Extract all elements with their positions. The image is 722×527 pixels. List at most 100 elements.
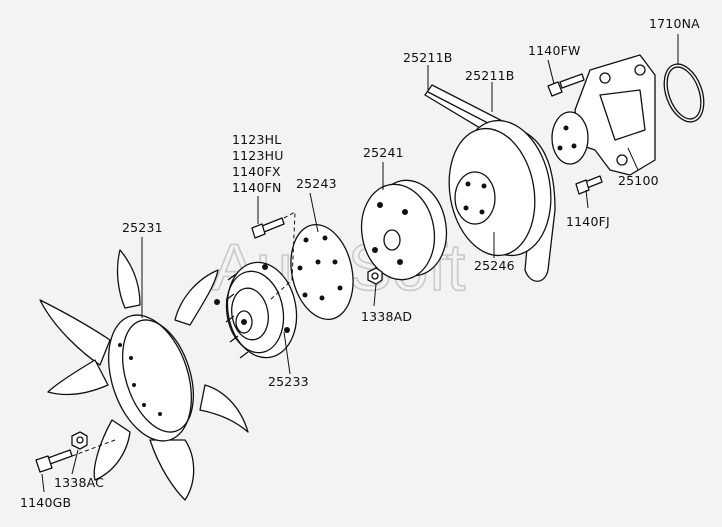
- clutch-stud: [214, 299, 220, 305]
- bolt-head: [35, 455, 53, 473]
- fan-pulley: [360, 179, 448, 281]
- gasket-ring-inner: [666, 66, 702, 120]
- clutch-fins: [225, 270, 285, 354]
- fan-hole: [142, 403, 146, 407]
- label-25211B-b: 25211B: [465, 68, 515, 83]
- bolt-shank: [559, 73, 585, 89]
- plate-hole: [332, 259, 338, 265]
- label-25233: 25233: [268, 374, 309, 389]
- pulley-hole: [402, 209, 408, 215]
- label-25241: 25241: [363, 145, 404, 160]
- plate-hole: [302, 292, 308, 298]
- leader-1140GB: [41, 473, 45, 493]
- flange-hole: [571, 143, 577, 149]
- pump-rib: [599, 89, 646, 141]
- hub-hole: [479, 209, 485, 215]
- fan-blade-1: [39, 299, 111, 366]
- clutch-stud: [284, 327, 290, 333]
- label-25100: 25100: [618, 173, 659, 188]
- nut-bore: [76, 436, 84, 444]
- pulley-face: [360, 183, 436, 281]
- flange-hole: [557, 145, 563, 151]
- plate-hole: [315, 259, 321, 265]
- part-labels: 1710NA 1140FW 25211B 25211B 25241 1123HL…: [20, 16, 700, 510]
- label-1123HL: 1123HL: [232, 132, 281, 147]
- fan-clutch: [214, 261, 298, 359]
- plate-hole: [303, 237, 309, 243]
- leader-1140FW: [547, 59, 555, 85]
- fan-blade-3: [93, 419, 131, 481]
- assembly-guide: [71, 439, 116, 457]
- nut-hex: [71, 431, 88, 450]
- label-1338AC: 1338AC: [54, 475, 104, 490]
- leader-1338AD: [373, 283, 377, 307]
- clutch-fin-lines: [225, 273, 249, 359]
- clutch-body: [226, 261, 298, 359]
- leader-1140FJ: [585, 189, 589, 209]
- bolt-head: [251, 223, 266, 239]
- fan-blade-6: [174, 269, 219, 326]
- plate-hole: [337, 285, 343, 291]
- fan-blade-5: [199, 384, 249, 433]
- label-1123HU: 1123HU: [232, 148, 284, 163]
- label-1338AD: 1338AD: [361, 309, 412, 324]
- label-1140GB: 1140GB: [20, 495, 71, 510]
- plate-hole: [322, 235, 328, 241]
- spacer-plate: [290, 223, 354, 321]
- pulley-hole: [397, 259, 403, 265]
- label-1140FW: 1140FW: [528, 43, 581, 58]
- leader-25243: [309, 192, 319, 233]
- pulley-boss: [383, 229, 401, 251]
- nut-hex: [367, 267, 383, 285]
- label-1140FJ: 1140FJ: [566, 214, 610, 229]
- label-1140FN: 1140FN: [232, 180, 282, 195]
- gasket-ring: [663, 63, 705, 123]
- bolt-1140FJ: [575, 175, 603, 195]
- flange-hole: [563, 125, 569, 131]
- leader-lines: [41, 34, 679, 493]
- fan-hole: [158, 412, 162, 416]
- bolt-shank: [47, 449, 73, 465]
- fan-blade-2: [47, 359, 109, 396]
- leader-25100: [627, 147, 639, 171]
- bolt-1123HL: [251, 217, 285, 239]
- fan-assembly: [39, 249, 249, 501]
- pulley-hole: [372, 247, 378, 253]
- hub-hole: [465, 181, 471, 187]
- water-pump: [551, 54, 656, 176]
- fan-hole: [132, 383, 136, 387]
- pump-bolt-boss: [616, 154, 628, 166]
- clutch-stud: [262, 264, 268, 270]
- hub-hole: [481, 183, 487, 189]
- clutch-hub-center: [241, 319, 247, 325]
- fan-ring-outer: [108, 314, 192, 442]
- label-1710NA: 1710NA: [649, 16, 700, 31]
- nut-1338AC: [71, 431, 88, 450]
- fan-hole: [118, 343, 122, 347]
- nut-bore: [371, 272, 379, 280]
- fan-ring-inner: [122, 319, 194, 433]
- bolt-1140FW: [547, 73, 585, 97]
- pump-flange: [551, 111, 589, 165]
- pump-pulley-hub: [454, 171, 496, 225]
- pump-bolt-boss: [634, 64, 646, 76]
- leader-25233: [283, 331, 291, 375]
- bolt-1140GB: [35, 449, 73, 473]
- fan-blade-7: [116, 249, 141, 309]
- label-25211B-a: 25211B: [403, 50, 453, 65]
- hub-hole: [463, 205, 469, 211]
- bolt-head: [547, 81, 563, 97]
- fan-blade-4: [149, 439, 195, 501]
- fan-hole: [129, 356, 133, 360]
- label-25243: 25243: [296, 176, 337, 191]
- pump-pulley: [448, 119, 552, 257]
- pulley-hole: [377, 202, 383, 208]
- nut-1338AD: [367, 267, 383, 285]
- label-25246: 25246: [474, 258, 515, 273]
- label-25231: 25231: [122, 220, 163, 235]
- label-1140FX: 1140FX: [232, 164, 281, 179]
- plate-hole: [319, 295, 325, 301]
- plate-hole: [297, 265, 303, 271]
- bolt-head: [575, 179, 590, 195]
